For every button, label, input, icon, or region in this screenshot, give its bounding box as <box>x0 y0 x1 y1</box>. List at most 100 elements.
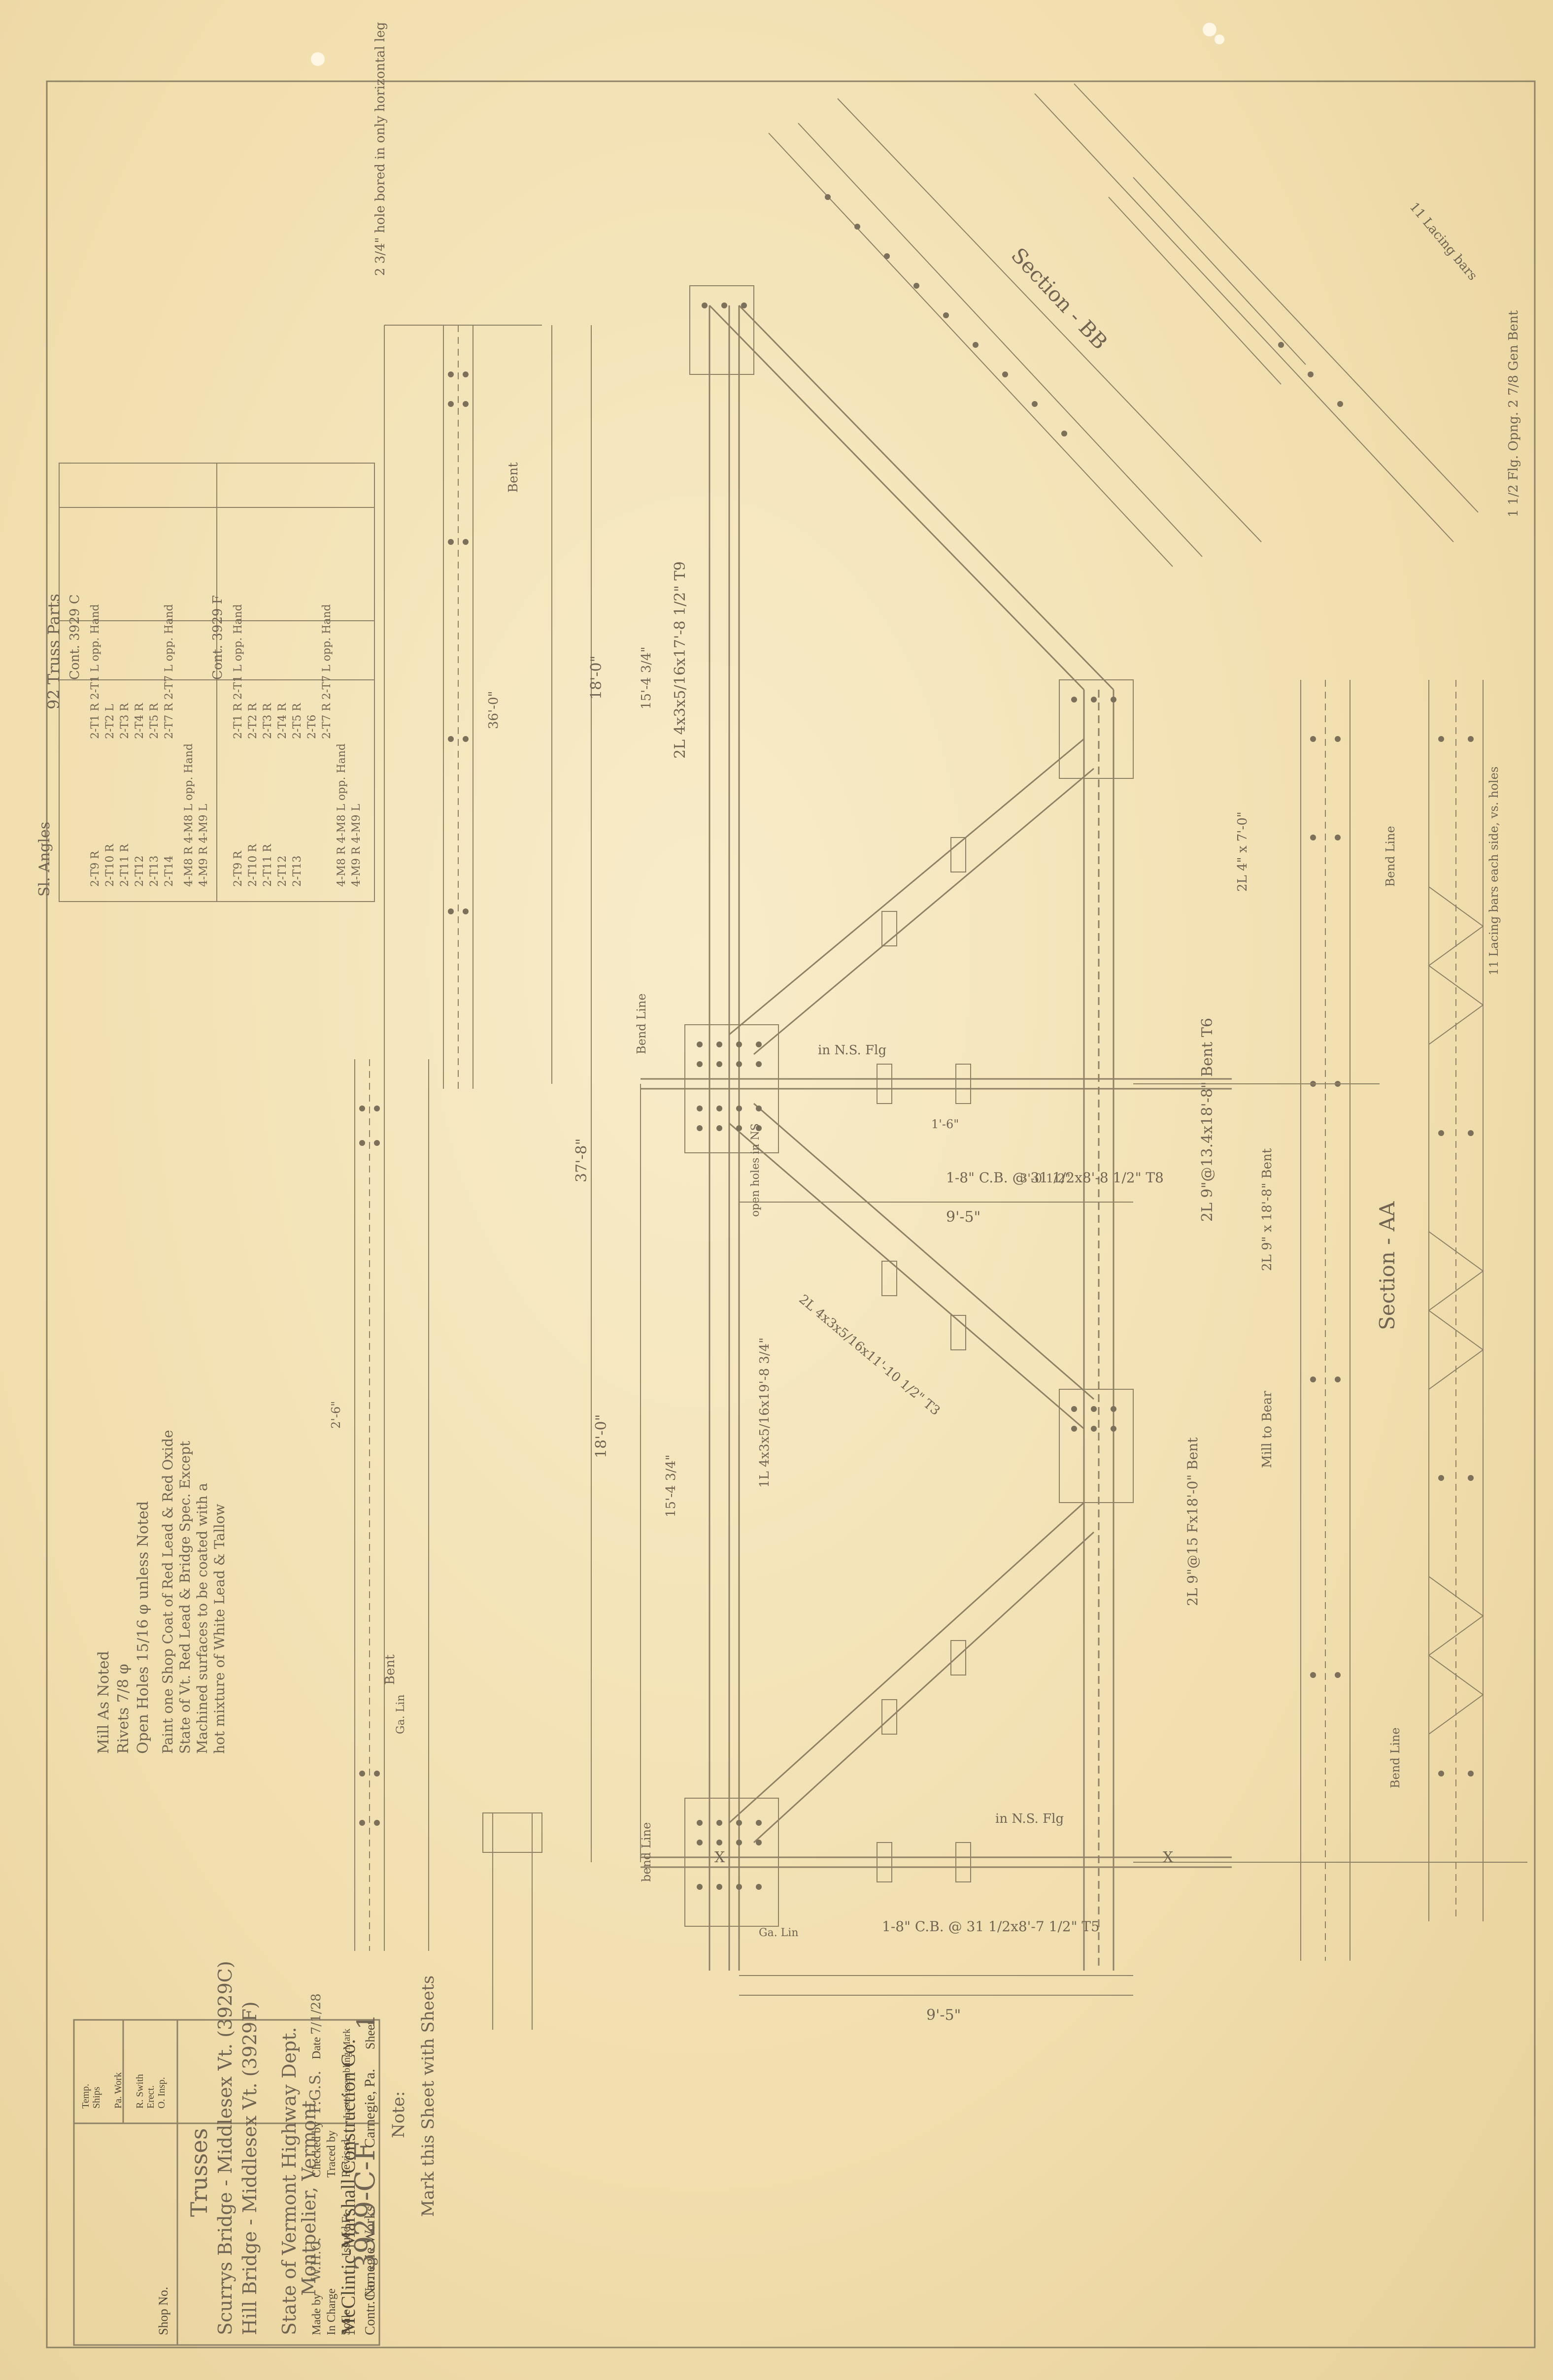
gusset-plates <box>684 285 1134 1927</box>
member-t3: 2L 4x3x5/16x11'-10 1/2" T3 <box>796 1292 943 1418</box>
dim-f: 36'-0" <box>486 691 501 729</box>
dim-i: 3'-0 1/2" <box>1020 1172 1071 1185</box>
parts-c-row: 2-T13 <box>148 856 161 887</box>
paint-line: Paint one Shop Coat of Red Lead & Red Ox… <box>160 1430 176 1754</box>
member-t8: 1-8" C.B. @ 31 1/2x8'-8 1/2" T8 <box>946 1170 1164 1186</box>
hole-note: 2 3/4" hole bored in only horizontal leg <box>373 22 388 276</box>
left-label: Pa. Work <box>113 2072 124 2109</box>
last-label: Last Assembling Mark <box>341 2029 352 2118</box>
left-label: Ships <box>91 2086 102 2109</box>
parts-c-row: 2-T5 R <box>148 703 161 739</box>
issued-label: Issued Ft. <box>340 2211 353 2256</box>
checked-label: Checked by <box>310 2121 323 2178</box>
lacing-each-label: 11 Lacing bars each side, vs. holes <box>1487 767 1501 975</box>
title-subject: Trusses <box>186 2128 212 2217</box>
truss-diagonals <box>728 738 1095 1844</box>
member-t9: 2L 4x3x5/16x17'-8 1/2" T9 <box>672 561 689 759</box>
title-block-frame <box>73 2019 380 2346</box>
dim-h: 1'-6" <box>931 1117 959 1131</box>
checked-value: F.G.S. <box>307 2071 324 2113</box>
bent-label: Bent <box>383 1654 398 1685</box>
parts-f-row: 2-T4 R <box>276 703 289 739</box>
left-column-strip <box>354 325 542 1951</box>
note-text: Mark this Sheet with Sheets <box>418 1976 438 2217</box>
parts-f-row: 2-T13 <box>291 856 304 887</box>
revised-label: Revised <box>340 2140 353 2178</box>
shop-label: Shop No. <box>156 2287 170 2335</box>
open-holes-label: open holes in NS <box>749 1123 762 1217</box>
member-t6: 2L 9"@13.4x18'-8" Bent T6 <box>1199 1018 1216 1222</box>
parts-col1-header: Cont. 3929 C <box>68 594 82 680</box>
parts-f-row: 2-T11 R <box>262 843 274 887</box>
title-line-3: State of Vermont Highway Dept. <box>278 2027 300 2335</box>
lower-left-strip <box>482 1812 542 2030</box>
holes-note: Open Holes 15/16 φ unless Noted <box>135 1501 152 1754</box>
parts-table-heading: 92 Truss Parts <box>44 594 63 709</box>
parts-f-row: 2-T6 <box>306 715 318 739</box>
section-bb-label: Section - BB <box>1007 243 1113 354</box>
gusset-rivets <box>697 302 1116 1890</box>
parts-f-row: 2-T5 R <box>291 703 304 739</box>
in-ns-flg-label: in N.S. Flg <box>818 1043 886 1058</box>
parts-c-row: 2-T2 L <box>104 704 116 739</box>
x-mark: X <box>714 1849 725 1866</box>
mill-note: Mill As Noted <box>95 1651 112 1754</box>
bend-line-label: Bend Line <box>1388 1727 1402 1788</box>
dim-c: 18'-0" <box>593 1414 610 1458</box>
parts-c-row: 2-T9 R <box>89 850 101 887</box>
dim-e: 15'-4 3/4" <box>664 1454 678 1517</box>
parts-c-row: 2-T12 <box>134 856 146 887</box>
dim-main: 9'-5" <box>946 1208 980 1226</box>
main-truss-chords <box>641 304 1232 1971</box>
bend-line-label: Bend Line <box>635 993 648 1054</box>
scale-label: Scale <box>340 2310 353 2335</box>
sheet-no: 1 <box>352 2014 380 2030</box>
lacing-bars <box>1428 886 1484 1735</box>
rivets-note: Rivets 7/8 φ <box>115 1664 132 1754</box>
in-ns-flg-label: in N.S. Flg <box>995 1811 1064 1826</box>
section-aa-label: Section - AA <box>1375 1201 1399 1330</box>
paint-line: Machined surfaces to be coated with a <box>194 1483 210 1754</box>
left-label: Temp. <box>80 2084 91 2109</box>
parts-f-row: 2-T1 R 2-T1 L opp. Hand <box>232 604 244 739</box>
bend-line-label: bend Line <box>640 1822 653 1882</box>
dim-b: 18'-0" <box>588 656 605 700</box>
parts-c-row: 2-T3 R <box>119 703 131 739</box>
ga-lin-label: Ga. Lin <box>395 1695 407 1735</box>
contract-no: 3929-C-F <box>349 2142 381 2271</box>
parts-angles-label: Sl. Angles <box>36 822 53 897</box>
left-column-rivets <box>359 371 469 1826</box>
section-bb-rivets <box>825 194 1343 436</box>
tie-plates <box>877 837 971 1882</box>
open-flg-label: 1 1/2 Flg. Opng. 2 7/8 Gen Bent <box>1506 310 1521 517</box>
title-line-2: Hill Bridge - Middlesex Vt. (3929F) <box>239 2001 261 2335</box>
punch-hole <box>1203 23 1216 36</box>
x-mark: X <box>1163 1849 1174 1866</box>
title-line-1: Scurrys Bridge - Middlesex Vt. (3929C) <box>214 1961 236 2335</box>
city-name: Carnegie, Pa. <box>362 2069 378 2148</box>
ga-lin-label: Ga. Lin <box>759 1927 799 1939</box>
parts-f-row: 2-T3 R <box>262 703 274 739</box>
parts-f-row: 2-T12 <box>276 856 289 887</box>
works-name: Carnegie Works <box>362 2206 378 2301</box>
punch-hole <box>1215 34 1224 44</box>
parts-f-row: 2-T2 R <box>247 703 259 739</box>
parts-c-row: 2-T7 R 2-T7 L opp. Hand <box>163 604 175 739</box>
date-value: 7/1/28 <box>309 1993 324 2035</box>
dim-lower: 9'-5" <box>926 2007 961 2024</box>
parts-c-row: 2-T1 R 2-T1 L opp. Hand <box>89 604 101 739</box>
dim-a: 37'-8" <box>573 1139 590 1182</box>
left-label: R. Swith <box>135 2074 145 2109</box>
member-t11: 2L 9" x 18'-8" Bent <box>1260 1148 1275 1271</box>
made-label: Made by <box>310 2293 323 2335</box>
parts-f-row: 2-T9 R <box>232 850 244 887</box>
title-line-4: Montpelier, Vermont <box>298 2100 320 2296</box>
in-charge-label: In Charge <box>325 2288 338 2335</box>
parts-c-row: 2-T4 R <box>134 703 146 739</box>
dim-g: 2'-6" <box>329 1401 343 1429</box>
lacing-bars-label: 11 Lacing bars <box>1407 200 1480 283</box>
bend-line-label: Bend Line <box>1384 826 1397 887</box>
